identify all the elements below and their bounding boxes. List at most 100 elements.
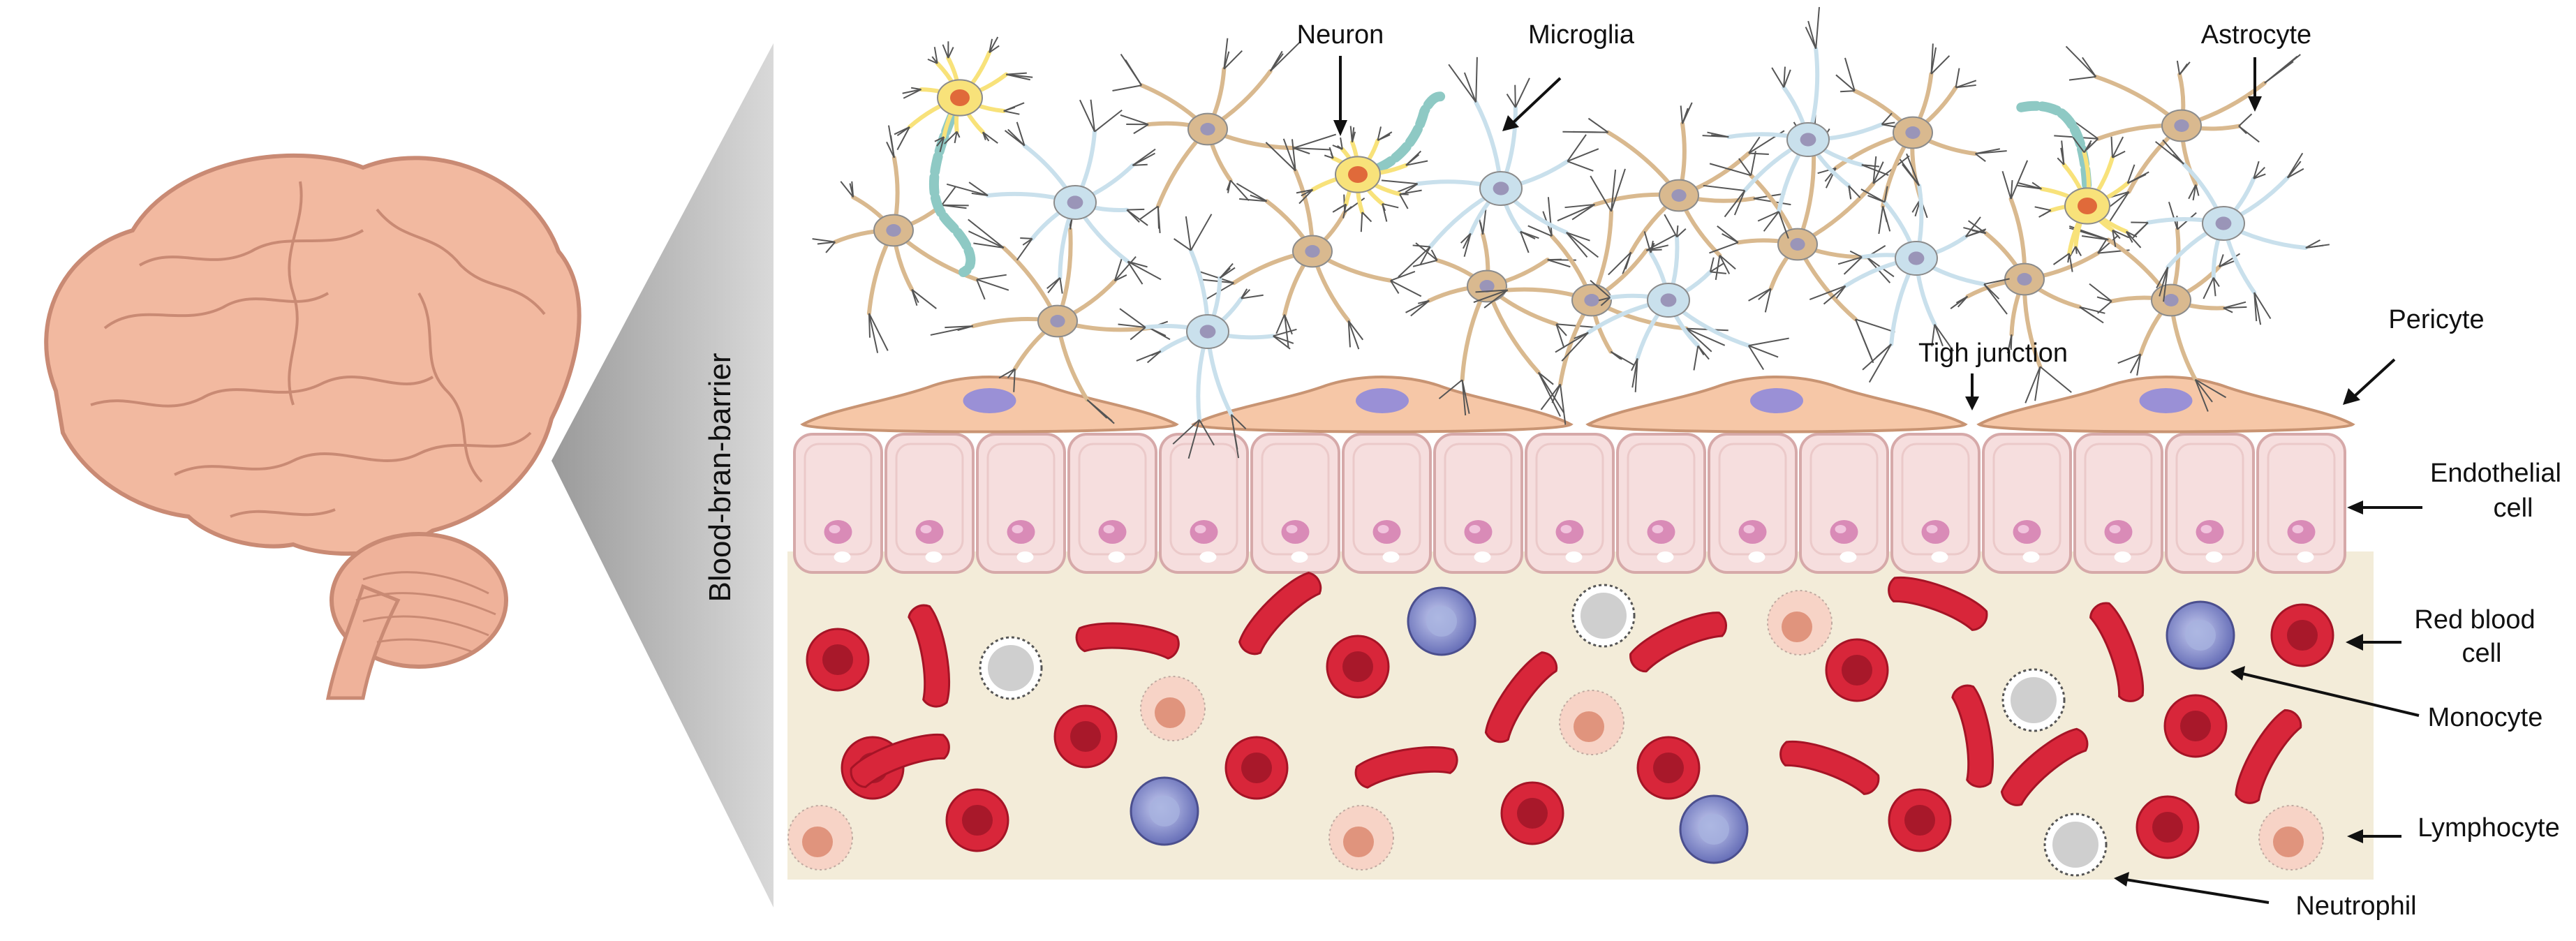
red-blood-cell-icon — [806, 628, 870, 692]
red-blood-cell-icon — [1888, 576, 1988, 631]
red-blood-cell-icon — [2000, 727, 2089, 806]
microglia-icon — [1702, 7, 1896, 239]
astrocyte-icon — [1557, 102, 1791, 281]
microglia-icon — [946, 99, 1162, 294]
neutrophil-icon — [1571, 584, 1636, 648]
neutrophil-label: Neutrophil — [2295, 891, 2416, 921]
endothelial-cell-icon — [2256, 433, 2346, 574]
monocyte-icon — [1679, 794, 1749, 864]
pericyte-arrow — [2351, 358, 2396, 399]
endothelial-cell-icon — [1433, 433, 1523, 574]
pericyte-icon — [1976, 376, 2355, 434]
microglia-arrow — [1510, 77, 1562, 126]
neutrophil-icon — [979, 636, 1043, 700]
endothelial-cell-icon — [1982, 433, 2072, 574]
endothelial-cell-icon — [1616, 433, 1706, 574]
brain-icon — [44, 153, 582, 700]
red-blood-cell-icon — [850, 733, 950, 788]
pericyte-layer — [800, 376, 2355, 434]
endothelial-cell-icon — [1799, 433, 1889, 574]
microglia-icon — [2131, 139, 2330, 325]
red-blood-cell-icon — [2270, 603, 2334, 667]
neuron-icon — [2013, 101, 2149, 272]
red-blood-cell-icon — [1636, 736, 1701, 800]
red-blood-cell-icon — [1238, 572, 1322, 655]
red-blood-cell-label-line2: cell — [2462, 639, 2501, 668]
endothelial-cell-icon — [1890, 433, 1981, 574]
red-blood-cell-icon — [1224, 736, 1289, 800]
red-blood-cell-icon — [1779, 740, 1880, 795]
red-blood-cell-icon — [1484, 651, 1558, 743]
microglia-icon — [1381, 57, 1599, 278]
barrier-label: Blood-bran-barrier — [703, 353, 737, 602]
red-blood-cell-icon — [1326, 635, 1390, 699]
endothelial-cell-icon — [1250, 433, 1340, 574]
monocyte-label: Monocyte — [2428, 703, 2543, 732]
astrocyte-icon — [1197, 138, 1422, 350]
monocyte-icon — [1407, 586, 1476, 656]
pericyte-icon — [1191, 376, 1574, 434]
endothelial-cell-icon — [884, 433, 975, 574]
tight-junction-label: Tigh junction — [1918, 339, 2068, 368]
astrocyte-icon — [1405, 209, 1598, 417]
astrocyte-icon — [2068, 201, 2247, 412]
red-blood-cell-icon — [1500, 781, 1564, 845]
astrocyte-icon — [1112, 38, 1337, 234]
microglia-icon — [1118, 214, 1297, 459]
lymphocyte-label: Lymphocyte — [2418, 813, 2559, 843]
red-blood-cell-icon — [1951, 684, 1994, 788]
lymphocyte-icon — [1559, 690, 1624, 755]
monocyte-icon — [2166, 600, 2235, 670]
red-blood-cell-icon — [1888, 788, 1952, 852]
monocyte-arrow — [2242, 672, 2420, 717]
endothelial-label-line1: Endothelial — [2430, 459, 2561, 488]
red-blood-cell-icon — [2089, 602, 2145, 702]
pericyte-label: Pericyte — [2388, 305, 2484, 334]
endothelial-cell-icon — [1159, 433, 1249, 574]
endothelial-layer — [793, 433, 2346, 574]
microglia-label: Microglia — [1528, 20, 1635, 50]
lymphocyte-icon — [2258, 805, 2324, 870]
endothelial-cell-icon — [1067, 433, 1157, 574]
red-blood-cell-label-line1: Red blood — [2414, 605, 2535, 635]
astrocyte-icon — [930, 199, 1171, 424]
lymphocyte-icon — [787, 805, 853, 870]
endothelial-cell-icon — [2165, 433, 2255, 574]
monocyte-icon — [1130, 776, 1199, 846]
pericyte-icon — [800, 376, 1179, 434]
endothelial-cell-icon — [1708, 433, 1798, 574]
endothelial-cell-icon — [793, 433, 883, 574]
endothelial-label-line2: cell — [2493, 494, 2533, 523]
endothelial-cell-icon — [2073, 433, 2163, 574]
astrocyte-icon — [812, 125, 1009, 353]
neuron-icon — [1296, 91, 1450, 232]
endothelial-cell-icon — [1342, 433, 1432, 574]
microglia-icon — [1555, 214, 1789, 392]
zoom-wedge — [552, 43, 773, 907]
endothelial-cell-icon — [976, 433, 1066, 574]
neuron-label: Neuron — [1297, 20, 1384, 50]
microglia-icon — [1809, 153, 2010, 383]
astrocyte-icon — [1473, 168, 1729, 425]
lymphocyte-icon — [1767, 590, 1833, 655]
brain-cell-layer — [812, 7, 2330, 459]
astrocyte-label: Astrocyte — [2201, 20, 2311, 50]
endothelial-cell-icon — [1525, 433, 1615, 574]
neutrophil-icon — [2043, 813, 2108, 877]
lymphocyte-icon — [1328, 805, 1394, 870]
red-blood-cell-icon — [1354, 746, 1458, 789]
red-blood-cell-icon — [1825, 638, 1889, 702]
red-blood-cell-icon — [1075, 622, 1180, 660]
red-blood-cell-icon — [2163, 694, 2228, 758]
red-blood-cell-icon — [1629, 612, 1727, 673]
astrocyte-icon — [1817, 43, 2007, 235]
label-arrows — [1333, 56, 2422, 904]
red-blood-cell-icon — [908, 604, 951, 708]
neutrophil-arrow — [2125, 878, 2270, 904]
neuron-icon — [894, 36, 1033, 277]
red-blood-cell-icon — [2235, 709, 2302, 804]
red-blood-cell-icon — [945, 788, 1009, 852]
neutrophil-icon — [2001, 668, 2066, 732]
red-blood-cell-icon — [1053, 704, 1118, 769]
